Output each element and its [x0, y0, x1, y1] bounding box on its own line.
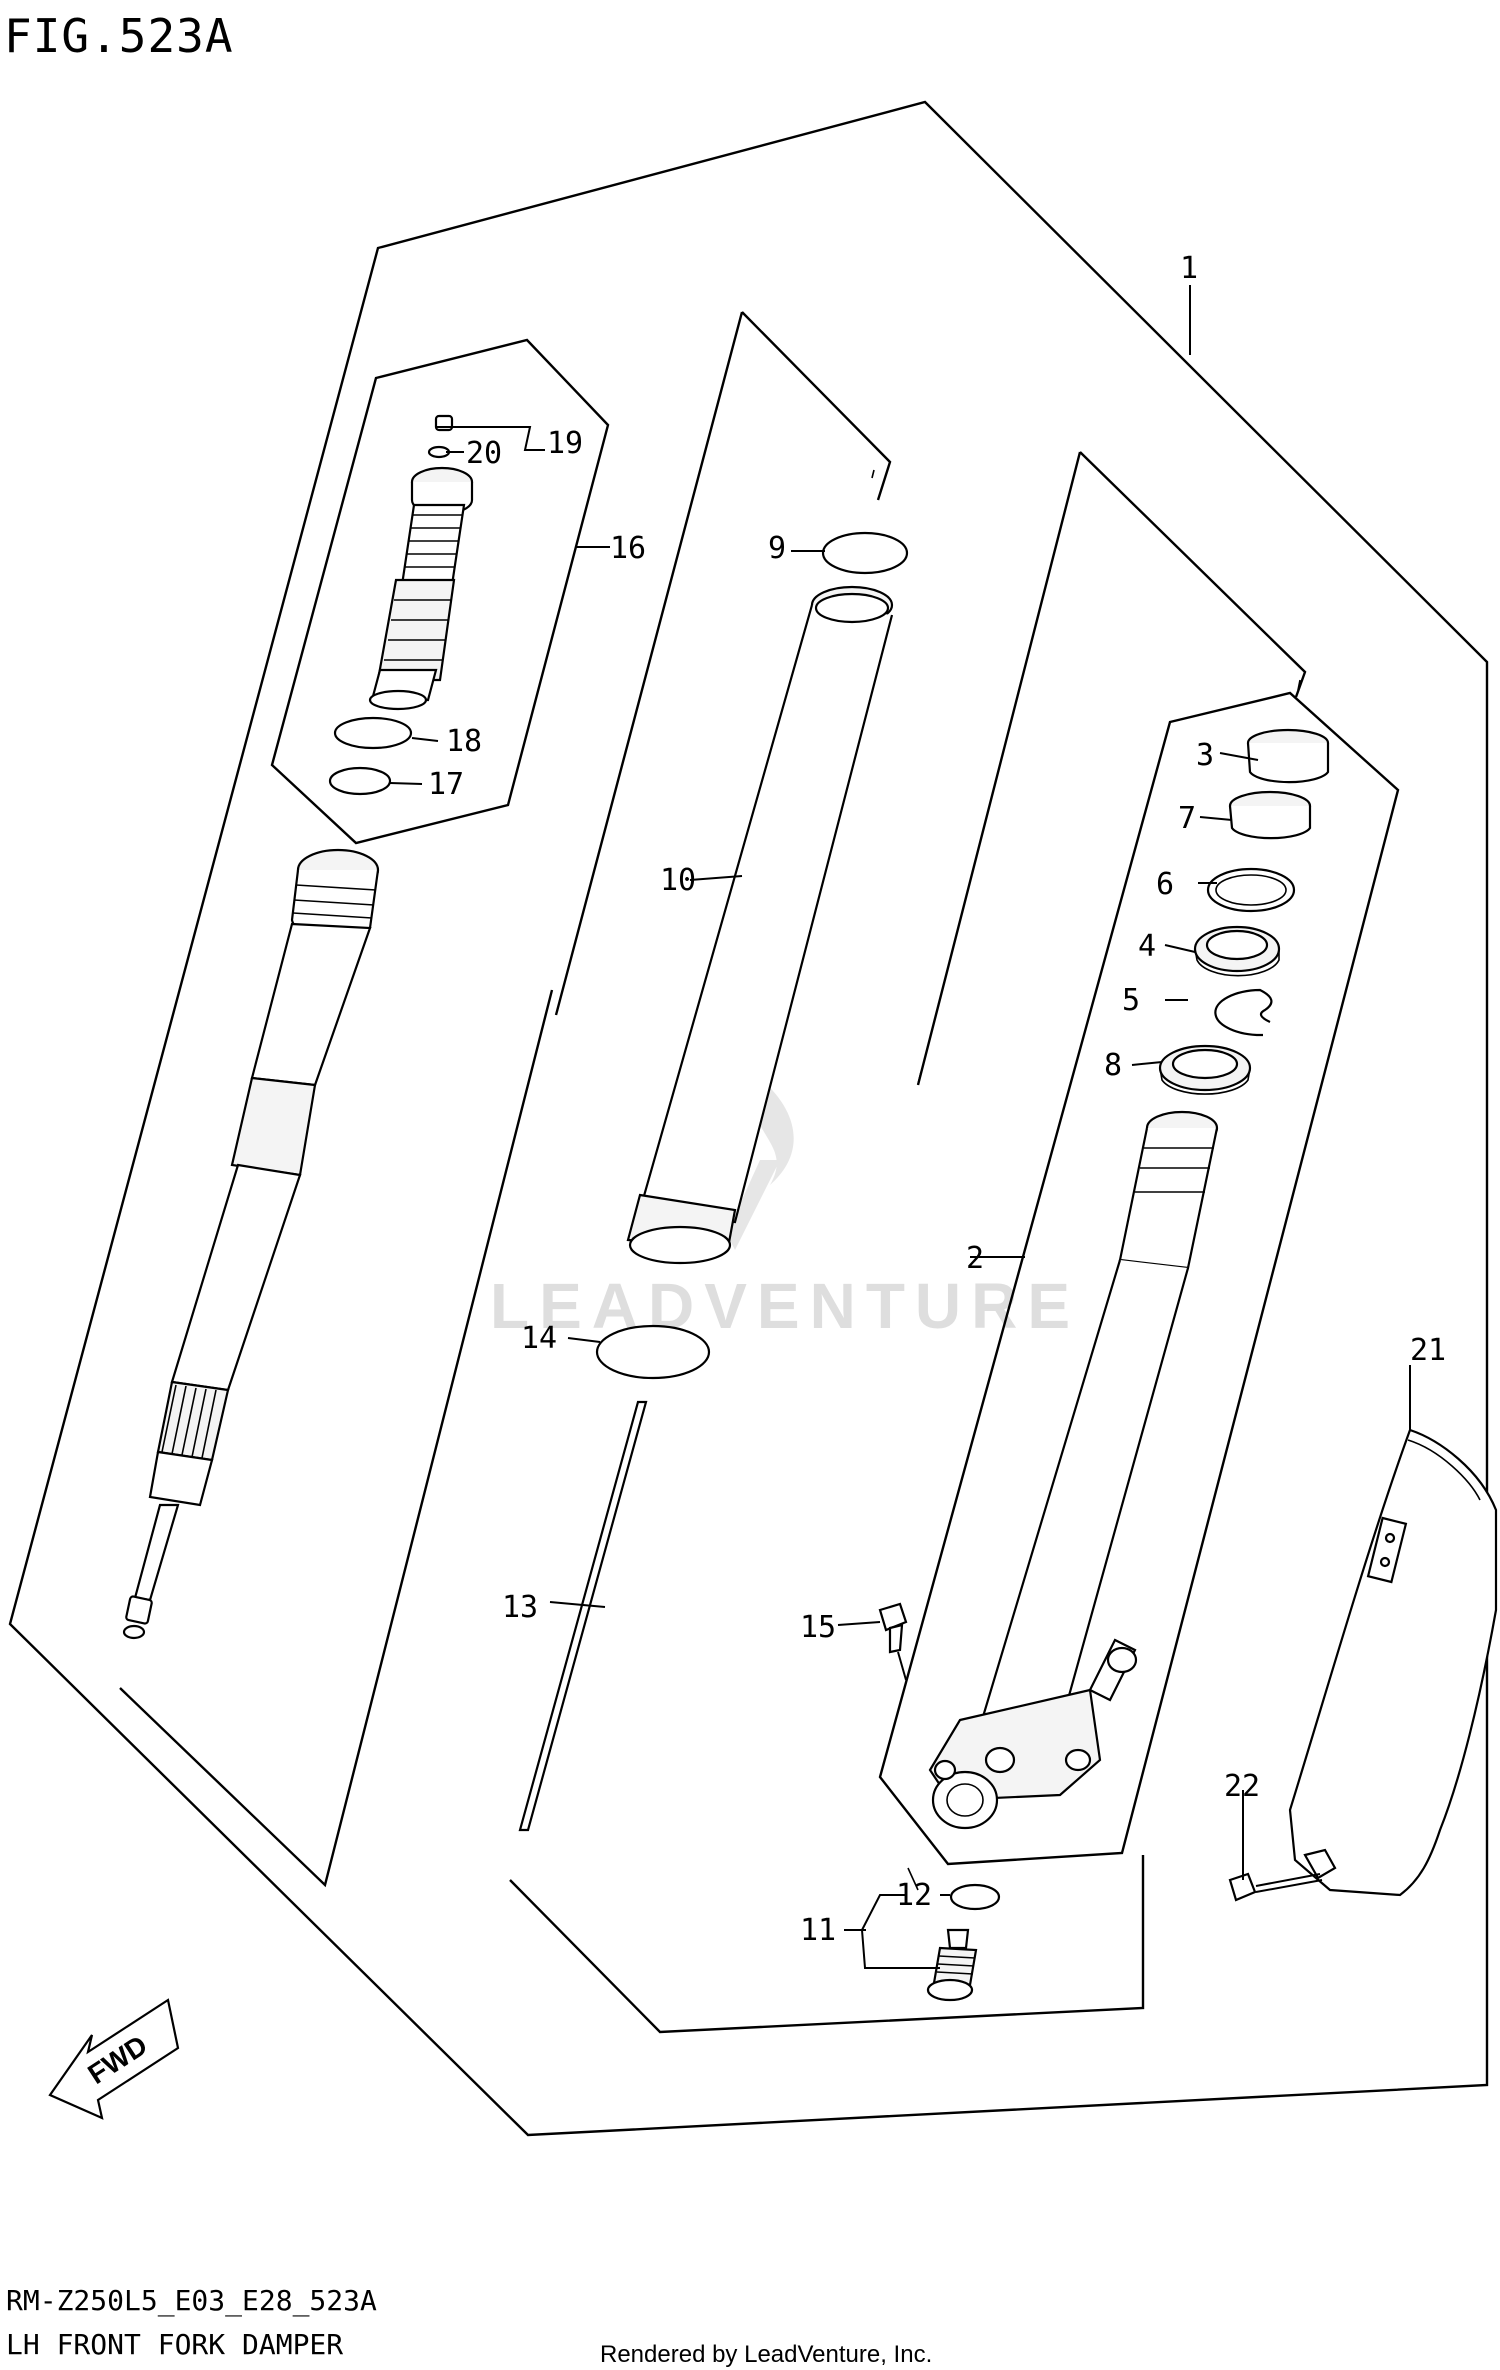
outer-tube [928, 1110, 1219, 1830]
callout-17: 17 [428, 767, 464, 802]
callout-5: 5 [1122, 983, 1140, 1018]
callout-1: 1 [1180, 251, 1198, 286]
watermark-text: LEADVENTURE [490, 1270, 1080, 1342]
callout-9: 9 [768, 531, 786, 566]
callout-18: 18 [446, 724, 482, 759]
bolt-22 [1228, 1872, 1323, 1902]
assembly-frame-outer [8, 100, 1489, 2137]
callout-15: 15 [800, 1610, 836, 1645]
damper-cartridge [122, 848, 380, 1640]
figure-title: FIG.523A [4, 9, 234, 63]
cartridge-frame [119, 989, 554, 1888]
callout-6: 6 [1156, 867, 1174, 902]
callout-numbers: 1 2 3 4 5 6 7 8 9 10 11 12 13 14 15 16 1… [428, 251, 1446, 1948]
seal-stack-frame [878, 691, 1400, 1866]
callout-20: 20 [466, 436, 502, 471]
washer-6 [1206, 867, 1296, 913]
frame-break-marks [556, 469, 1301, 1891]
leader-lines [389, 285, 1411, 1969]
o-ring-17 [328, 766, 392, 796]
o-ring-12 [949, 1883, 1001, 1911]
dust-seal-8 [1158, 1044, 1252, 1095]
render-credit: Rendered by LeadVenture, Inc. [600, 2341, 932, 2368]
callout-21: 21 [1410, 1333, 1446, 1368]
callout-11: 11 [800, 1913, 836, 1948]
o-ring-9 [821, 531, 909, 575]
inner-tube [626, 585, 894, 1265]
callout-4: 4 [1138, 929, 1156, 964]
callout-13: 13 [502, 1590, 538, 1625]
callout-19: 19 [547, 426, 583, 461]
callout-12: 12 [896, 1878, 932, 1913]
o-ring-14 [595, 1324, 711, 1380]
callout-2: 2 [966, 1241, 984, 1276]
fork-guard-21 [1288, 1428, 1498, 1897]
model-code: RM-Z250L5_E03_E28_523A [6, 2284, 377, 2318]
inner-tube-frame [509, 311, 1145, 2034]
callout-10: 10 [660, 863, 696, 898]
o-ring-18 [333, 716, 413, 750]
diagram-description: LH FRONT FORK DAMPER [6, 2328, 343, 2361]
fwd-arrow-icon: FWD [48, 1998, 180, 2120]
bushing-7 [1228, 790, 1312, 840]
callout-22: 22 [1224, 1769, 1260, 1804]
bushing-3 [1246, 728, 1330, 784]
watermark: LEADVENTURE [490, 1060, 1080, 1342]
rod-13 [518, 1400, 648, 1832]
callout-16: 16 [610, 531, 646, 566]
callout-14: 14 [521, 1321, 557, 1356]
callout-3: 3 [1196, 738, 1214, 773]
stopper-ring-5 [1214, 988, 1273, 1037]
adjuster-11 [926, 1928, 978, 2002]
bolt-15 [878, 1602, 908, 1654]
callout-8: 8 [1104, 1048, 1122, 1083]
oil-seal-4 [1193, 925, 1281, 977]
damper-subassembly-frame [270, 338, 610, 845]
callout-7: 7 [1178, 801, 1196, 836]
damper-valve-assembly [368, 414, 474, 711]
